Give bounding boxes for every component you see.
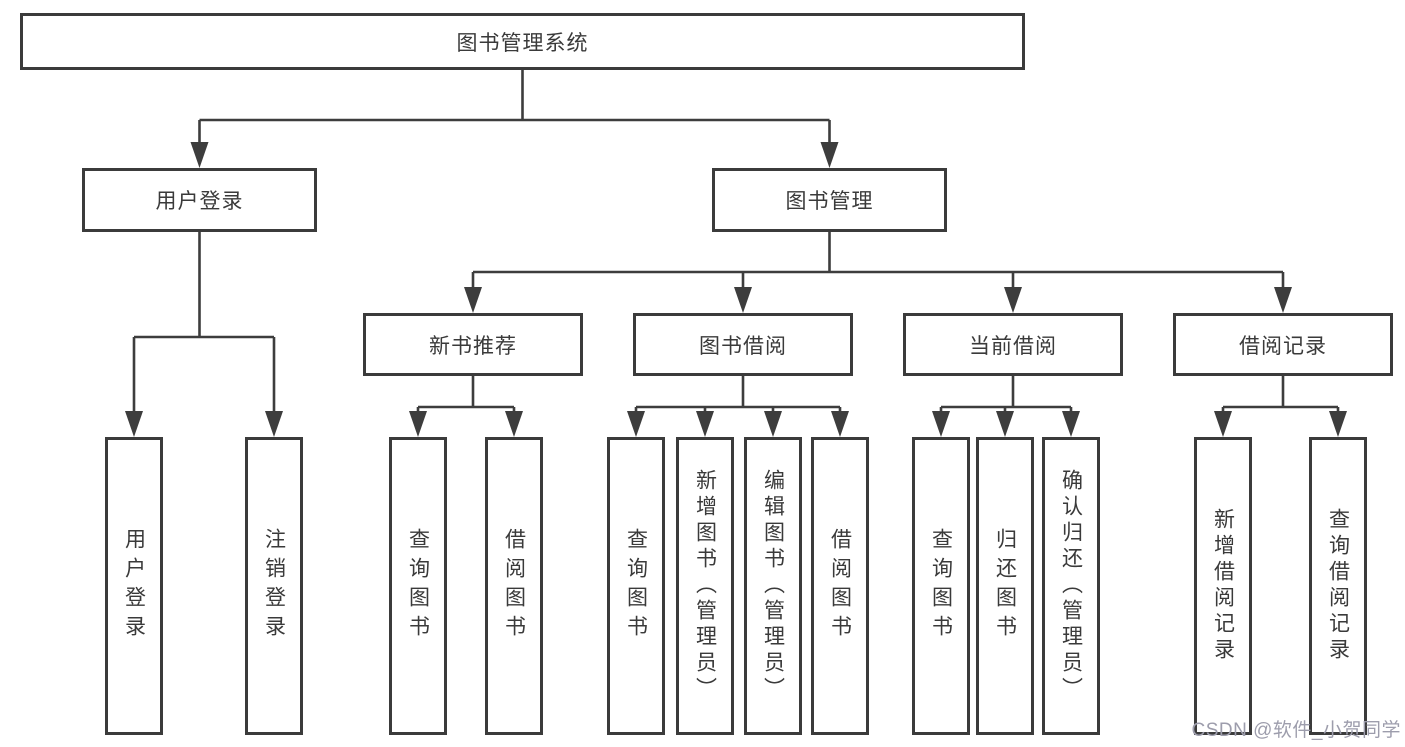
watermark: CSDN @软件_小贺同学 — [1191, 720, 1401, 741]
node-label: 借阅图书 — [502, 528, 526, 644]
leaf-edit-book-admin: 编辑图书（管理员） — [744, 437, 802, 735]
node-current-borrow: 当前借阅 — [903, 313, 1123, 376]
node-label: 图书管理系统 — [456, 31, 589, 55]
leaf-confirm-return-admin: 确认归还（管理员） — [1042, 437, 1100, 735]
node-label: 图书借阅 — [699, 334, 787, 358]
leaf-logout: 注销登录 — [245, 437, 303, 735]
node-label: 注销登录 — [262, 528, 286, 644]
node-label: 编辑图书（管理员） — [761, 469, 785, 703]
node-book-management: 图书管理 — [712, 168, 947, 232]
node-root: 图书管理系统 — [20, 13, 1025, 70]
node-label: 用户登录 — [122, 528, 146, 644]
node-label: 确认归还（管理员） — [1059, 469, 1083, 703]
leaf-query-books-current: 查询图书 — [912, 437, 970, 735]
leaf-query-borrow-record: 查询借阅记录 — [1309, 437, 1367, 735]
leaf-return-book: 归还图书 — [976, 437, 1034, 735]
leaf-query-books-borrow: 查询图书 — [607, 437, 665, 735]
node-label: 当前借阅 — [969, 334, 1057, 358]
leaf-add-book-admin: 新增图书（管理员） — [676, 437, 734, 735]
leaf-user-login: 用户登录 — [105, 437, 163, 735]
node-label: 新书推荐 — [429, 334, 517, 358]
node-label: 借阅记录 — [1239, 334, 1327, 358]
node-label: 新增借阅记录 — [1211, 508, 1235, 664]
node-label: 用户登录 — [155, 190, 244, 213]
leaf-borrow-books-recommend: 借阅图书 — [485, 437, 543, 735]
node-label: 查询图书 — [929, 528, 953, 644]
leaf-borrow-books: 借阅图书 — [811, 437, 869, 735]
node-label: 查询图书 — [406, 528, 430, 644]
node-user-login: 用户登录 — [82, 168, 317, 232]
node-borrow-records: 借阅记录 — [1173, 313, 1393, 376]
node-book-borrow: 图书借阅 — [633, 313, 853, 376]
node-label: 借阅图书 — [828, 528, 852, 644]
leaf-query-books-recommend: 查询图书 — [389, 437, 447, 735]
node-label: 归还图书 — [993, 528, 1017, 644]
node-new-book-recommend: 新书推荐 — [363, 313, 583, 376]
node-label: 图书管理 — [785, 190, 874, 213]
node-label: 新增图书（管理员） — [693, 469, 717, 703]
node-label: 查询图书 — [624, 528, 648, 644]
leaf-add-borrow-record: 新增借阅记录 — [1194, 437, 1252, 735]
node-label: 查询借阅记录 — [1326, 508, 1350, 664]
